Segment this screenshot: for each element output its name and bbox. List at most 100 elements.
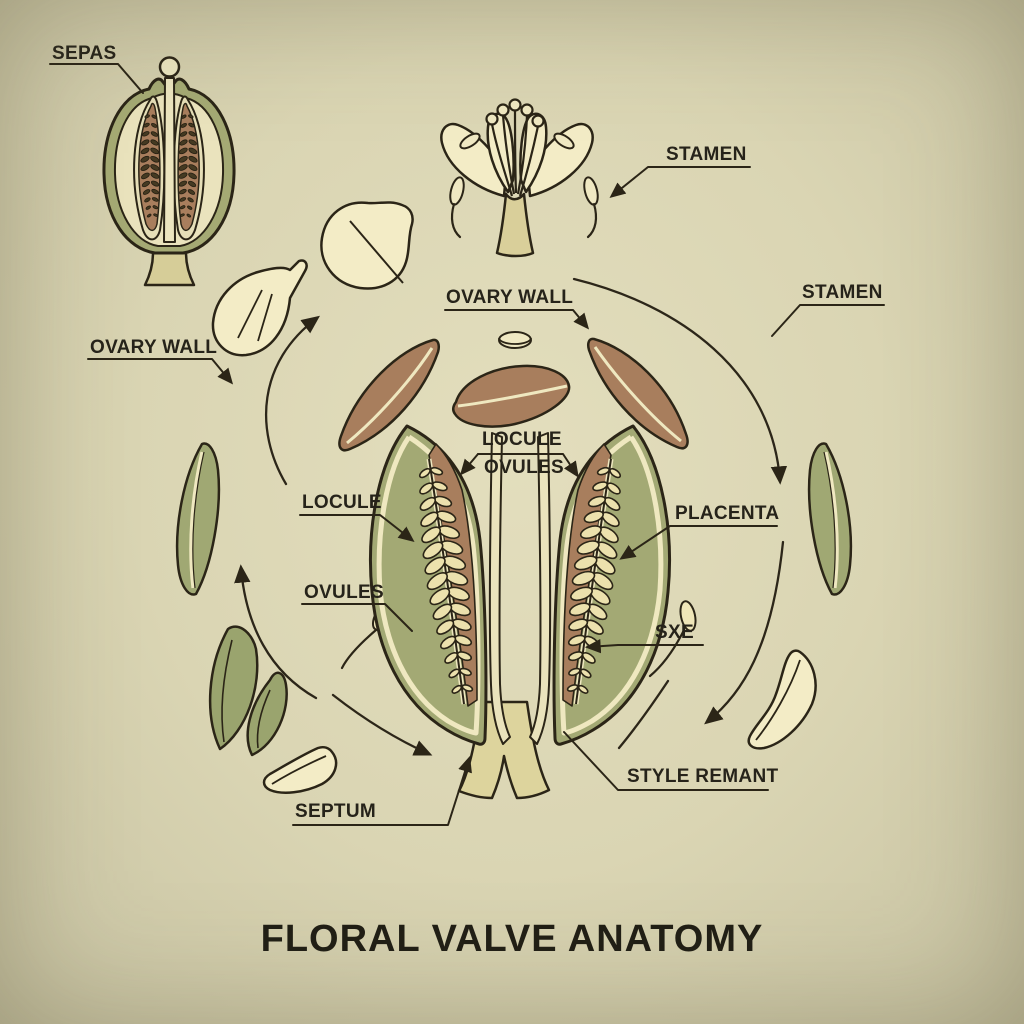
detached-stamen-left (449, 176, 465, 239)
ovule (180, 213, 185, 217)
ovule (179, 139, 188, 146)
ovule (430, 466, 444, 476)
label-style: SXE (655, 622, 694, 643)
ovule (142, 131, 150, 137)
ovule (178, 155, 188, 163)
ovule (459, 667, 472, 677)
label-ovary-wall-left: OVARY WALL (90, 337, 218, 358)
cross-section-ovule-fuzz-left (140, 114, 160, 218)
ovule (187, 180, 197, 188)
flower-receptacle (495, 192, 535, 258)
cross-section-ovule-fuzz-right (178, 114, 198, 218)
ovule (424, 556, 446, 575)
ovule (421, 526, 442, 544)
ovule (181, 114, 187, 119)
ovule (461, 684, 474, 692)
label-ovary-wall-top: OVARY WALL (446, 287, 574, 308)
diagram-title: FLORAL VALVE ANATOMY (260, 918, 764, 960)
ovule (573, 555, 598, 571)
ovule (187, 197, 194, 203)
leader-style-remnant (563, 731, 769, 791)
flow-arrow-right-upper (572, 277, 788, 485)
green-valve-leaf-left (175, 442, 221, 596)
leader-style (584, 639, 704, 654)
petal-top-left (320, 201, 414, 290)
ovule (151, 122, 158, 128)
petal-bottom-right (747, 649, 817, 750)
ovule (178, 147, 188, 155)
ovule (178, 164, 188, 171)
ovule (178, 180, 188, 187)
seed-disc (498, 331, 532, 349)
label-septum: SEPTUM (295, 801, 376, 822)
cross-section-stigma (158, 56, 181, 78)
label-locule-left: LOCULE (302, 492, 382, 513)
ovule (568, 667, 581, 677)
flower-filaments (490, 109, 540, 197)
ovule (420, 511, 439, 528)
ovule (178, 172, 188, 179)
leader-sepals (49, 63, 144, 94)
ovule (566, 684, 579, 692)
ovule (596, 466, 610, 476)
ovule (150, 131, 159, 137)
leader-ovules-left (301, 603, 413, 632)
ovule (144, 197, 151, 203)
ovule (153, 213, 158, 217)
ovule (188, 147, 198, 155)
flow-arc-bottom-right (617, 679, 670, 750)
label-style-remnant: STYLE REMANT (627, 766, 779, 787)
ovule (150, 172, 160, 179)
ovule (419, 482, 434, 495)
opened-fruit (369, 426, 669, 800)
ovule (187, 189, 196, 195)
ovary-wall-valve-center (451, 364, 571, 428)
ovule (179, 197, 187, 202)
leader-locule-left (299, 514, 415, 542)
label-sepals: SEPAS (52, 43, 117, 64)
leader-ovary-wall-left (87, 358, 234, 385)
whole-flower (440, 98, 599, 258)
flower-anthers (485, 98, 545, 128)
petal-bottom-left (262, 745, 338, 794)
petal-left (211, 259, 308, 357)
ovule (567, 634, 586, 647)
ovule (188, 155, 198, 163)
ovule (188, 114, 194, 119)
green-valve-leaf-right (807, 441, 853, 597)
ovule (418, 467, 431, 479)
ovule (592, 481, 609, 492)
leader-stamen-top (609, 166, 751, 199)
ovule (143, 122, 150, 128)
ovule (145, 205, 151, 210)
ovule (419, 496, 437, 511)
cross-section-style (163, 77, 176, 243)
ovule (151, 114, 157, 119)
ovule (142, 189, 151, 195)
ovule (448, 668, 460, 679)
exploded-flower-parts (175, 201, 853, 794)
ovule (568, 618, 589, 632)
ovule (150, 164, 160, 171)
ovule (580, 668, 592, 679)
flow-arrow-left-lower (234, 564, 318, 700)
stamen-right (648, 600, 697, 678)
ovule (150, 155, 160, 163)
ovule (577, 684, 589, 694)
septum-style-strips (488, 432, 552, 745)
ovule (150, 180, 160, 187)
ovule (567, 651, 584, 662)
ovule (180, 122, 187, 128)
ovule (609, 467, 622, 479)
ovule (179, 205, 186, 210)
ovule (140, 164, 150, 171)
lying-anther (459, 132, 481, 150)
valve-inner-wall (376, 434, 481, 736)
ovule (568, 602, 591, 617)
ovule (151, 188, 159, 195)
ovule (429, 587, 451, 606)
green-leaves-bottom-left (208, 625, 288, 757)
ovule (444, 651, 459, 664)
